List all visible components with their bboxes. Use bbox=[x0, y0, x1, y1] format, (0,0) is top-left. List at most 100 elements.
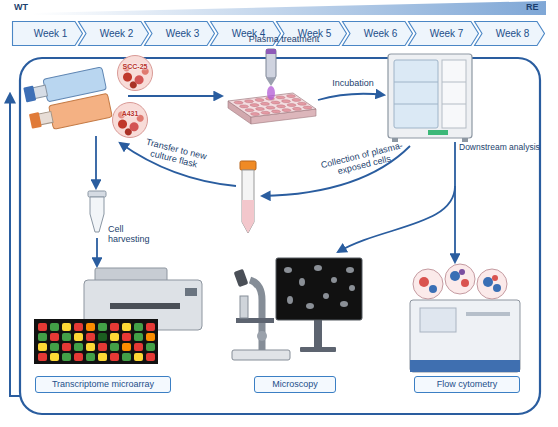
monitor bbox=[340, 301, 348, 307]
well-plate bbox=[286, 103, 298, 107]
microscope bbox=[240, 296, 248, 318]
culture-flasks bbox=[23, 86, 36, 103]
gradient-bar bbox=[32, 1, 546, 15]
microarray-chip bbox=[98, 323, 107, 331]
microarray-chip bbox=[34, 319, 158, 364]
microarray-chip bbox=[122, 323, 131, 331]
plasma-jet bbox=[266, 49, 276, 78]
microarray-chip bbox=[134, 353, 143, 361]
microarray-chip bbox=[110, 323, 119, 331]
week-chevron: Week 3 bbox=[144, 21, 215, 46]
falcon-tube bbox=[240, 161, 256, 170]
microarray-chip bbox=[62, 353, 71, 361]
culture-flasks bbox=[29, 112, 42, 129]
microarray-chip bbox=[146, 343, 155, 351]
microarray-chip bbox=[50, 353, 59, 361]
node-text: Week 6 bbox=[358, 28, 398, 39]
well-plate bbox=[254, 98, 266, 102]
eppendorf-tube bbox=[88, 191, 106, 232]
incubator bbox=[394, 104, 438, 105]
incubator bbox=[442, 104, 466, 105]
microscope bbox=[257, 331, 267, 341]
falcon-tube bbox=[242, 170, 254, 233]
incubator bbox=[388, 54, 472, 138]
group-label: WT bbox=[14, 2, 38, 12]
well-plate bbox=[249, 112, 261, 116]
monitor bbox=[349, 285, 355, 291]
microarray-scanner bbox=[110, 303, 180, 309]
node-text: Microscopy bbox=[272, 380, 318, 390]
chevron-outline bbox=[145, 22, 215, 46]
well-plate bbox=[275, 96, 287, 100]
week-chevron: Week 1 bbox=[12, 21, 83, 46]
step-label: Cell harvesting bbox=[108, 224, 158, 245]
microarray-chip bbox=[38, 323, 47, 331]
incubator bbox=[428, 130, 448, 135]
node-text: Week 2 bbox=[94, 28, 134, 39]
chevron-outline bbox=[409, 22, 479, 46]
culture-flasks bbox=[49, 93, 113, 129]
monitor bbox=[300, 347, 336, 352]
well-plate bbox=[270, 110, 282, 114]
well-plate bbox=[259, 102, 271, 106]
culture-flasks bbox=[22, 67, 112, 134]
microarray-chip bbox=[74, 343, 83, 351]
flow-arrow bbox=[454, 142, 456, 262]
well-plate bbox=[238, 105, 250, 109]
microarray-chip bbox=[38, 333, 47, 341]
monitor bbox=[287, 296, 293, 304]
microarray-chip bbox=[62, 333, 71, 341]
flow-cytometer bbox=[410, 264, 520, 372]
microarray-chip bbox=[50, 343, 59, 351]
well-plate bbox=[260, 111, 272, 115]
plasma-jet bbox=[266, 49, 276, 100]
chevron-outline bbox=[13, 22, 83, 46]
flow-cytometer bbox=[466, 312, 510, 316]
well-plate bbox=[291, 98, 303, 102]
flow-arrow bbox=[318, 94, 384, 100]
monitor bbox=[284, 267, 292, 273]
step-label: Downstream analysis bbox=[459, 143, 545, 153]
microarray-chip bbox=[50, 333, 59, 341]
well-plate bbox=[254, 107, 266, 111]
monitor bbox=[314, 265, 322, 271]
incubator bbox=[394, 82, 438, 83]
flow-cytometer bbox=[459, 269, 465, 275]
node-text: Transcriptome microarray bbox=[52, 380, 154, 390]
well-plate bbox=[265, 106, 277, 110]
microarray-chip bbox=[74, 333, 83, 341]
microarray-chip bbox=[134, 343, 143, 351]
microarray-scanner bbox=[185, 288, 197, 296]
microarray-chip bbox=[146, 353, 155, 361]
plasma-jet bbox=[266, 49, 276, 54]
well-plate bbox=[291, 107, 303, 111]
node-text: Week 7 bbox=[424, 28, 464, 39]
microarray-chip bbox=[86, 343, 95, 351]
microarray-chip bbox=[122, 353, 131, 361]
monitor bbox=[331, 277, 337, 283]
flow-cytometer bbox=[461, 279, 469, 287]
microarray-chip bbox=[134, 323, 143, 331]
node-text: Flow cytometry bbox=[437, 380, 498, 390]
well-plate bbox=[280, 99, 292, 103]
incubator bbox=[388, 54, 472, 142]
cell-line-circle: A431 bbox=[112, 102, 148, 138]
week-chevron: Week 6 bbox=[342, 21, 413, 46]
well-plate bbox=[285, 94, 297, 98]
microscope bbox=[232, 350, 290, 360]
monitor bbox=[346, 267, 354, 273]
repeat-arrow bbox=[10, 94, 20, 396]
microarray-chip bbox=[50, 323, 59, 331]
microarray-chip bbox=[38, 353, 47, 361]
flow-cytometer bbox=[450, 271, 460, 281]
microarray-chip bbox=[74, 323, 83, 331]
flow-cytometer bbox=[413, 269, 443, 299]
flow-cytometer bbox=[410, 300, 520, 372]
week-chevron: Week 8 bbox=[474, 21, 545, 46]
well-plate bbox=[243, 99, 255, 103]
well-plate bbox=[275, 104, 287, 108]
flow-cytometer bbox=[477, 269, 507, 299]
incubator bbox=[442, 82, 466, 83]
